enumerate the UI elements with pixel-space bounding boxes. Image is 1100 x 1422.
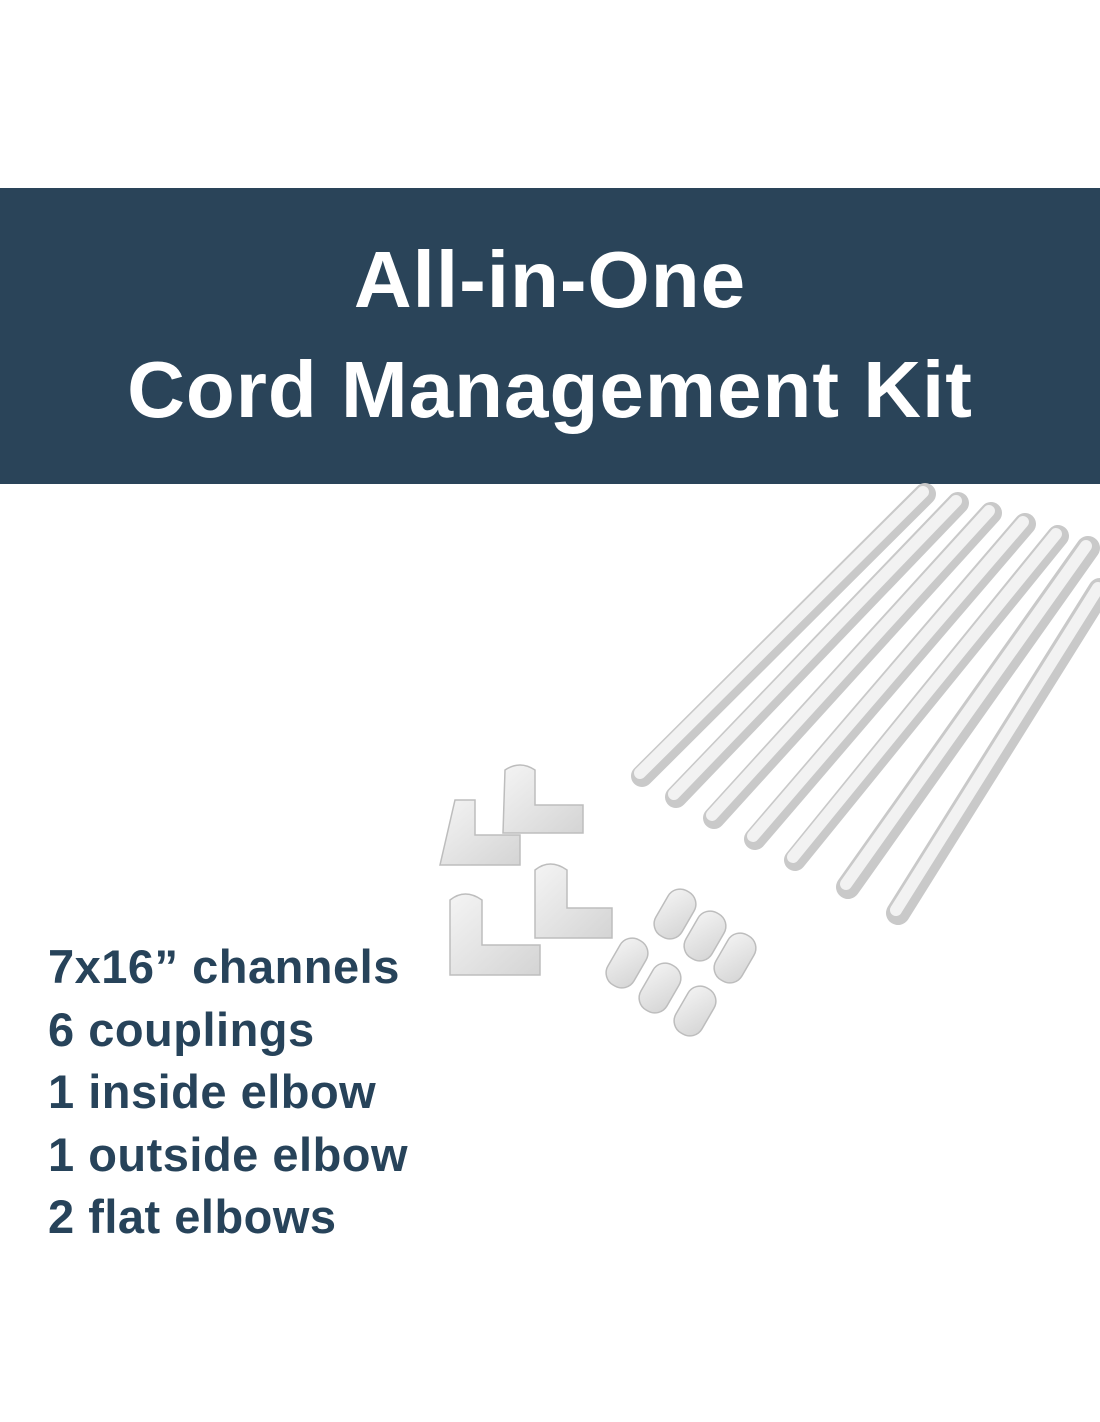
contents-item: 1 outside elbow — [48, 1127, 409, 1181]
flat-elbow — [534, 863, 613, 939]
coupling — [683, 910, 727, 962]
coupling — [713, 932, 757, 984]
coupling — [653, 888, 697, 940]
flat-elbow — [449, 893, 541, 976]
couplings — [605, 888, 757, 1037]
coupling — [673, 985, 717, 1037]
channel-highlights — [634, 486, 1100, 916]
elbows — [439, 764, 613, 976]
title-line-1: All-in-One — [353, 235, 747, 324]
outside-elbow — [502, 764, 584, 834]
contents-item: 7x16” channels — [48, 940, 400, 993]
kit-contents-list: 7x16” channels 6 couplings 1 inside elbo… — [48, 936, 408, 1249]
contents-item: 6 couplings — [48, 1002, 315, 1056]
coupling — [605, 937, 649, 989]
contents-item: 2 flat elbows — [48, 1190, 337, 1243]
title-banner: All-in-One Cord Management Kit — [0, 188, 1100, 484]
coupling — [638, 962, 682, 1014]
contents-item: 1 inside elbow — [48, 1065, 377, 1118]
inside-elbow — [439, 799, 521, 866]
title-line-2: Cord Management Kit — [127, 345, 973, 434]
